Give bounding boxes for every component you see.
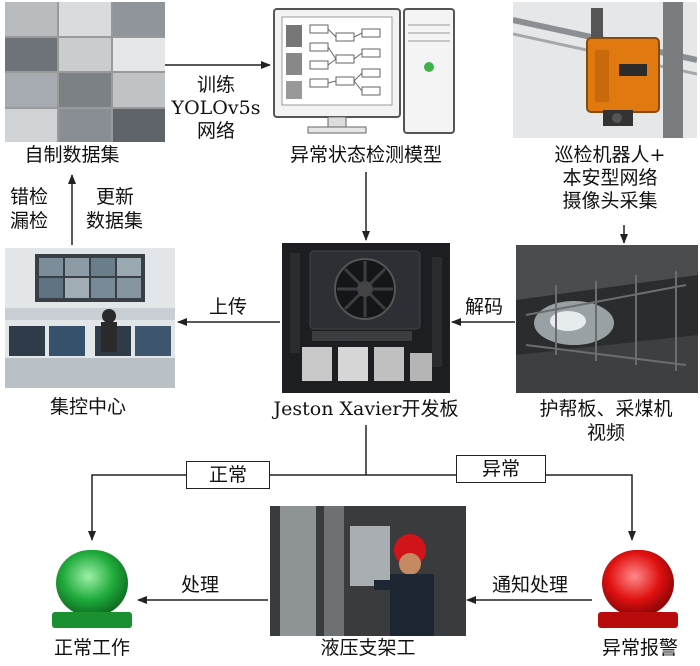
control-center-image xyxy=(5,248,175,388)
handle-label: 处理 xyxy=(180,574,220,596)
red-light-icon xyxy=(592,540,684,632)
robot-label-1: 巡检机器人+ xyxy=(554,144,666,166)
computer-icon xyxy=(272,3,458,145)
model-label: 异常状态检测模型 xyxy=(289,144,443,166)
robot-image xyxy=(513,2,697,138)
update-label-2: 数据集 xyxy=(86,210,144,232)
video-label-2: 视频 xyxy=(586,422,626,444)
arrow-normal xyxy=(88,474,366,541)
train-label-2: YOLOv5s xyxy=(171,97,261,119)
robot-label-3: 摄像头采集 xyxy=(562,190,658,212)
update-label-1: 更新 xyxy=(96,186,135,208)
notify-label: 通知处理 xyxy=(491,574,569,596)
dataset-image xyxy=(5,2,165,142)
jetson-board-image xyxy=(282,243,450,393)
robot-label-2: 本安型网络 xyxy=(562,167,658,189)
normal-work-label: 正常工作 xyxy=(53,637,131,659)
errors-label-1: 错检 xyxy=(10,186,49,208)
train-label-3: 网络 xyxy=(196,120,236,142)
upload-label: 上传 xyxy=(208,296,248,318)
video-label-1: 护帮板、采煤机 xyxy=(539,398,673,420)
worker-label: 液压支架工 xyxy=(320,637,416,659)
train-label-1: 训练 xyxy=(196,74,236,96)
abnormal-branch-box: 异常 xyxy=(456,455,546,483)
errors-label-2: 漏检 xyxy=(10,210,49,232)
alarm-label: 异常报警 xyxy=(601,637,679,659)
dataset-label: 自制数据集 xyxy=(24,144,120,166)
arrow-abnormal xyxy=(366,474,636,541)
mine-video-image xyxy=(516,245,698,393)
worker-image xyxy=(270,506,466,636)
board-label: Jeston Xavier开发板 xyxy=(273,398,459,420)
normal-branch-box: 正常 xyxy=(186,461,270,489)
decode-label: 解码 xyxy=(464,296,504,318)
control-center-label: 集控中心 xyxy=(49,396,127,418)
green-light-icon xyxy=(46,540,138,632)
